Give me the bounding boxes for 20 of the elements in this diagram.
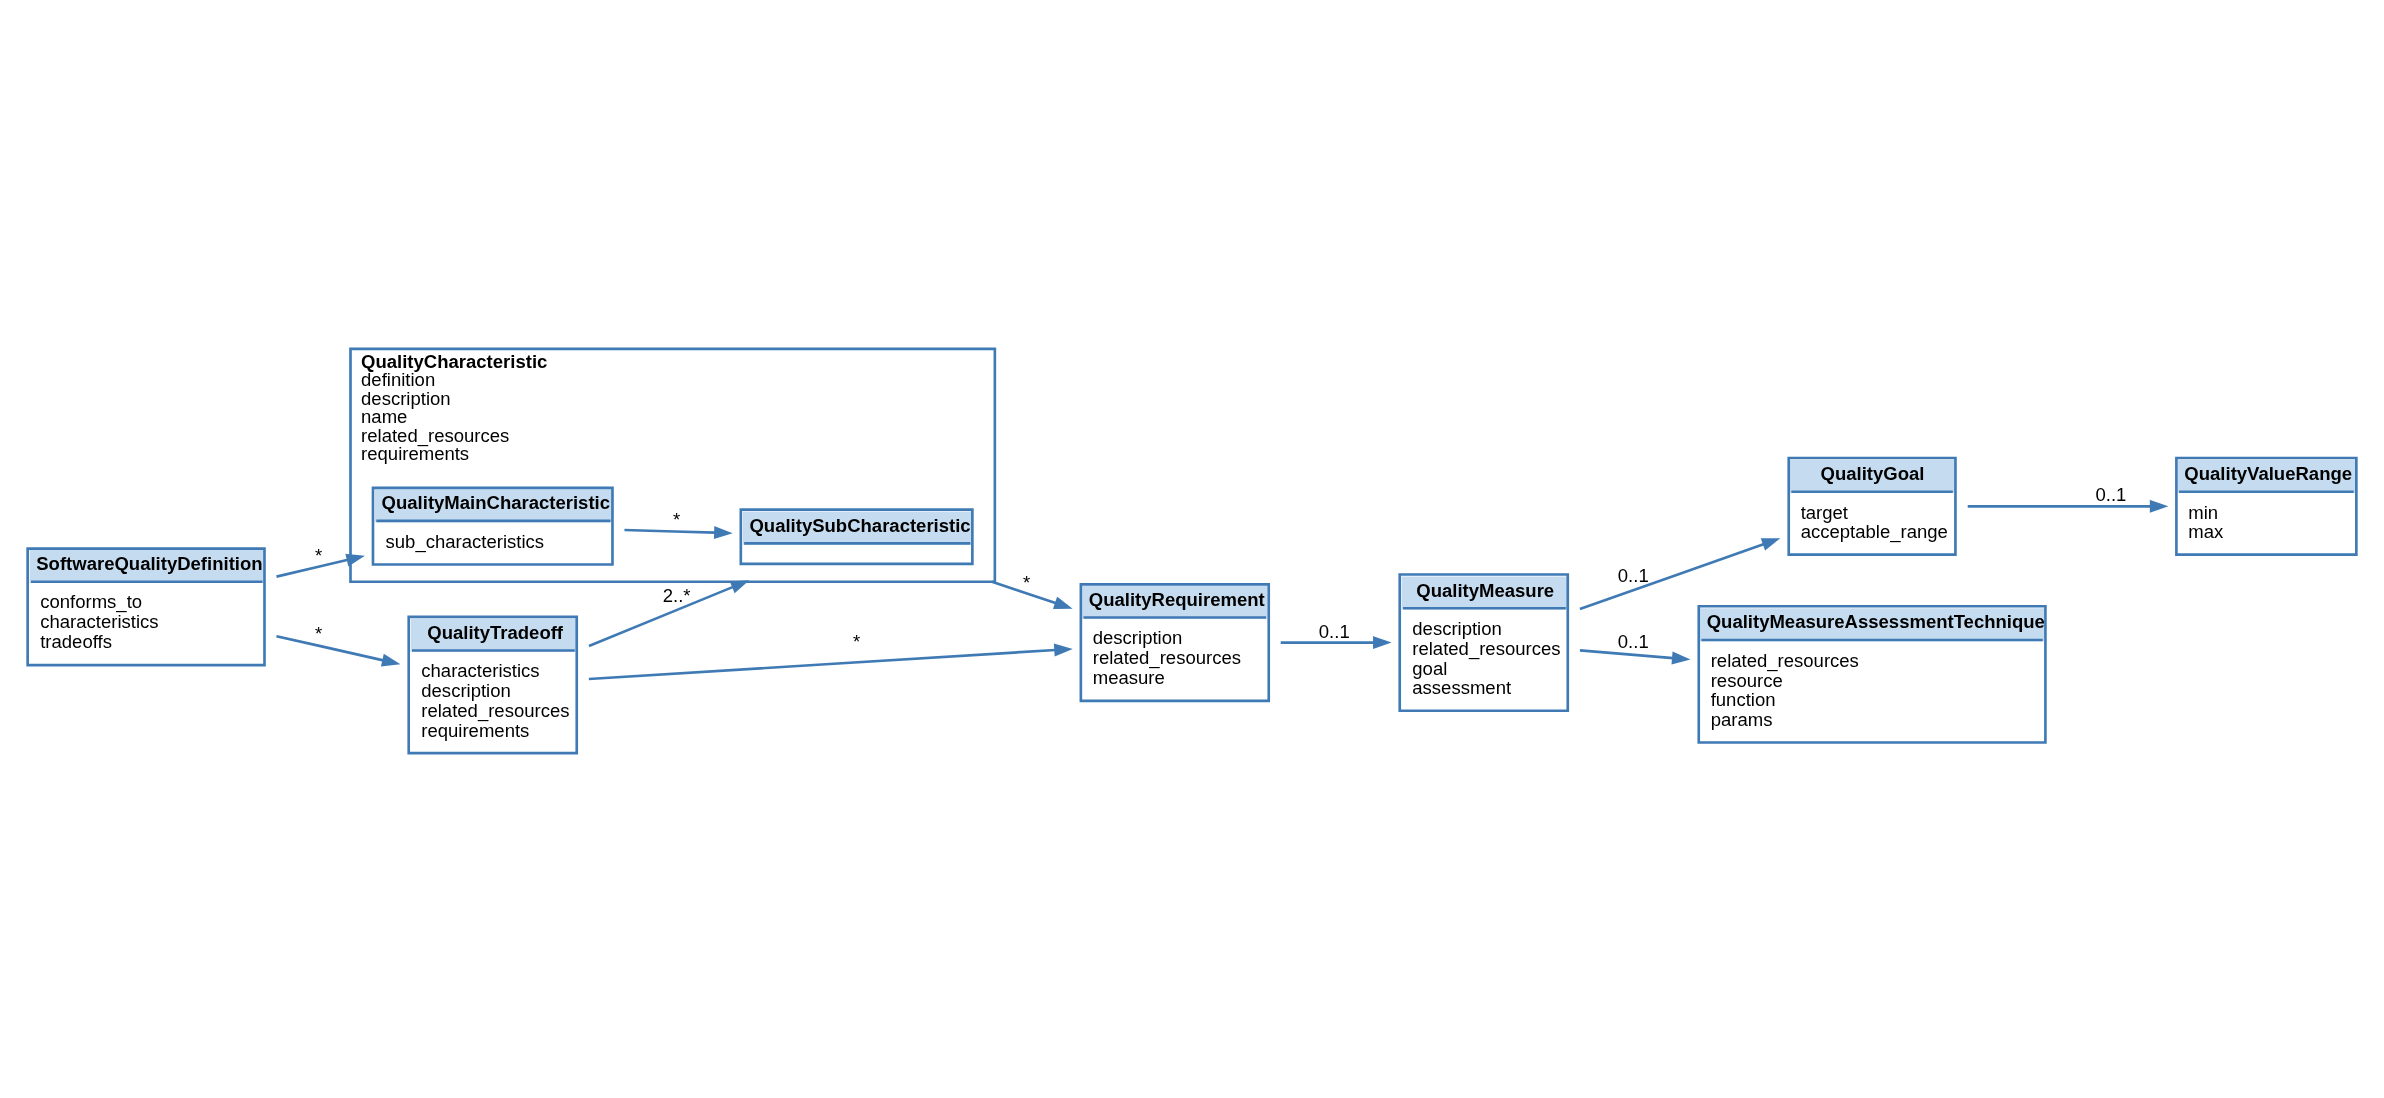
- edge-label: *: [1023, 571, 1031, 593]
- edge-label: 0..1: [1617, 631, 1649, 653]
- edge-label: *: [315, 545, 323, 567]
- arrow: [991, 580, 1073, 610]
- edge-label: 0..1: [1617, 565, 1649, 587]
- edge-label: 0..1: [1318, 620, 1350, 642]
- arrow: [1579, 649, 1691, 665]
- edge-label: *: [315, 623, 323, 645]
- arrow: [1967, 499, 2169, 513]
- arrow: [1280, 636, 1392, 650]
- edge-label: 2..*: [662, 584, 691, 606]
- edge-label: 0..1: [2095, 484, 2127, 506]
- edge-label: *: [673, 509, 681, 531]
- edge-label: *: [852, 631, 861, 653]
- arrow: [588, 643, 1073, 681]
- arrow: [276, 553, 365, 578]
- arrow: [276, 634, 401, 667]
- arrow: [588, 580, 750, 648]
- arrow: [1579, 538, 1781, 611]
- arrow: [624, 526, 733, 540]
